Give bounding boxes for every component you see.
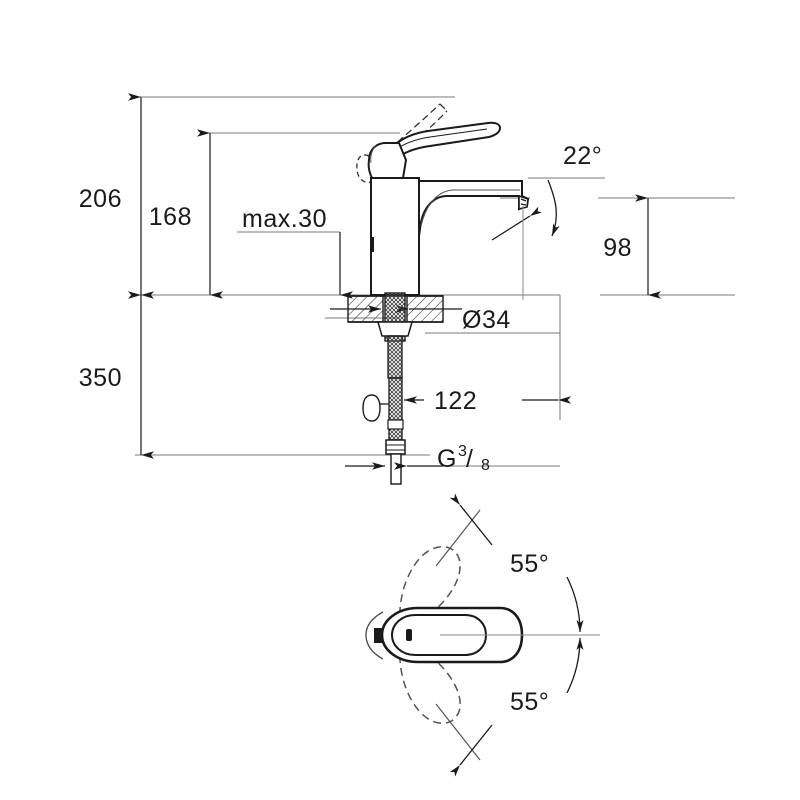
lever-hub [356,142,408,184]
spout-outlet-leader [491,206,543,241]
angle-55-lower-label: 55° [510,688,549,716]
diameter-34-callout: Ø34 [462,306,511,334]
angle-55-upper-label: 55° [510,550,549,578]
thread-label-numerator: 3 [458,443,467,460]
dimension-168: 168 [149,129,223,299]
lever-index-slot [406,629,412,641]
plan-view: 55° 55° [365,493,600,777]
faucet-body [370,177,420,296]
angle-55-lower: 55° [435,637,584,777]
dimension-98: 98 [603,194,661,299]
angle-22-callout: 22° [528,142,605,237]
thread-label-G: G [437,445,457,473]
dimension-350-label: 350 [79,364,122,392]
dimension-max30-label: max.30 [242,205,327,233]
body-index-mark [370,237,374,252]
dimension-206: 206 [79,93,154,299]
threaded-shank [377,292,413,379]
dimension-122-label: 122 [434,387,477,415]
angle-22-label: 22° [563,142,602,170]
flexible-hose [362,377,406,485]
dimension-98-label: 98 [603,234,632,262]
dimension-122: 122 [404,387,571,415]
lever-pivot-nub [374,628,383,643]
diameter-34-label: Ø34 [462,306,511,334]
dimension-max30: max.30 [242,205,353,299]
angle-55-upper: 55° [435,493,584,633]
thread-callout: G 3 / 8 [345,443,560,474]
spout [418,180,530,300]
dimension-206-label: 206 [79,185,122,213]
elevation-view: 206 168 max.30 350 98 [79,93,735,485]
worktop-section [330,295,462,323]
thread-label-solidus: / [466,445,473,473]
dimension-168-label: 168 [149,203,192,231]
thread-label-denominator: 8 [481,457,490,474]
dimension-350: 350 [79,291,154,459]
